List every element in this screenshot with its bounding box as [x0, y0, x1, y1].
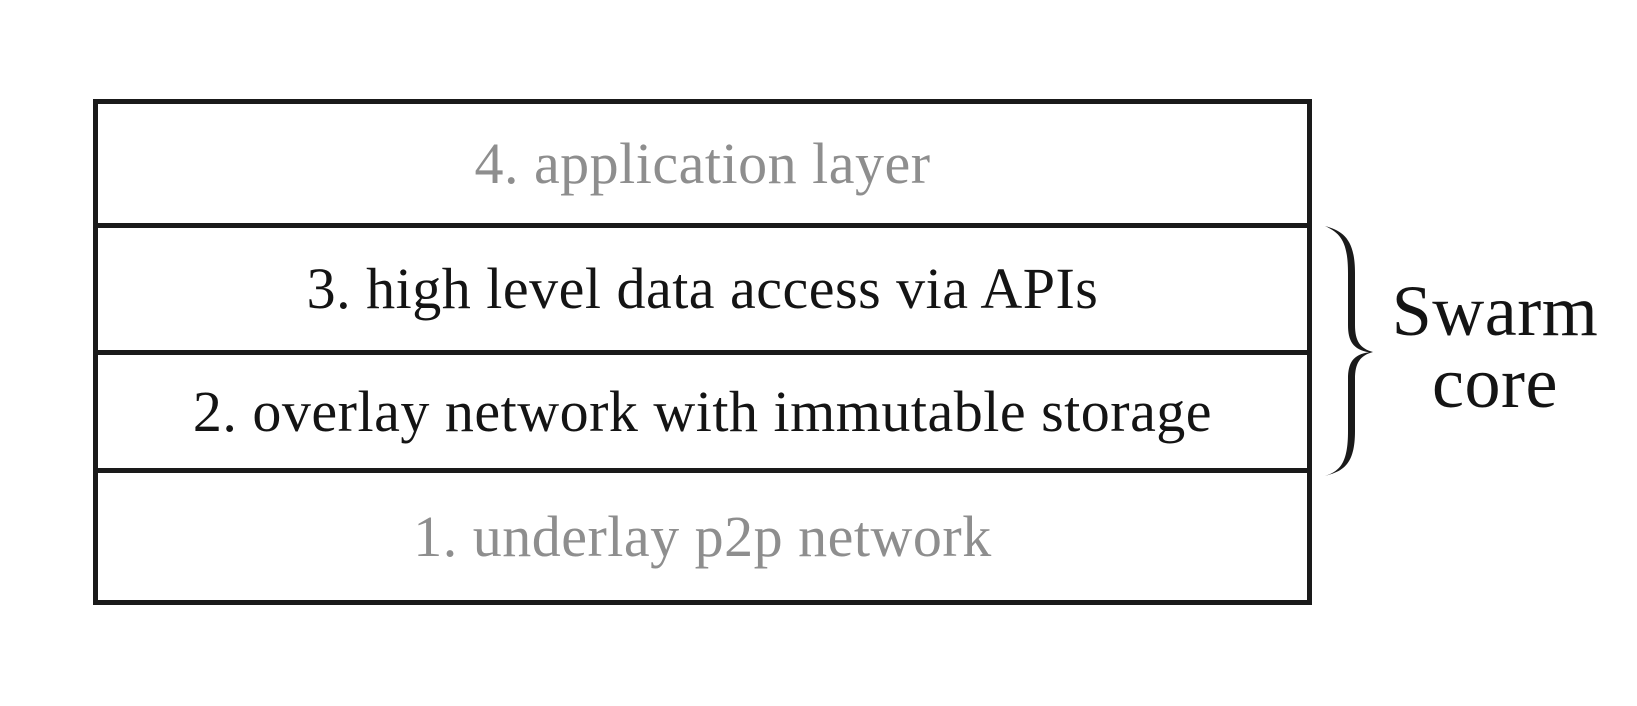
layer-3-label: 3. high level data access via APIs	[306, 256, 1099, 321]
brace-label-line-2: core	[1432, 343, 1558, 423]
layer-row-1-underlay-network: 1. underlay p2p network	[98, 468, 1307, 600]
layer-4-label: 4. application layer	[474, 130, 931, 196]
layer-row-3-data-access: 3. high level data access via APIs	[98, 223, 1307, 350]
layer-row-4-application: 4. application layer	[98, 104, 1307, 223]
layer-stack-box: 4. application layer 3. high level data …	[93, 99, 1312, 605]
curly-brace-icon	[1322, 225, 1378, 477]
brace-label-swarm-core: Swarm core	[1385, 275, 1605, 419]
layer-row-2-overlay-network: 2. overlay network with immutable storag…	[98, 350, 1307, 468]
brace-label-line-1: Swarm	[1391, 271, 1599, 351]
layer-2-label: 2. overlay network with immutable storag…	[192, 378, 1213, 444]
layer-1-label: 1. underlay p2p network	[413, 503, 992, 569]
